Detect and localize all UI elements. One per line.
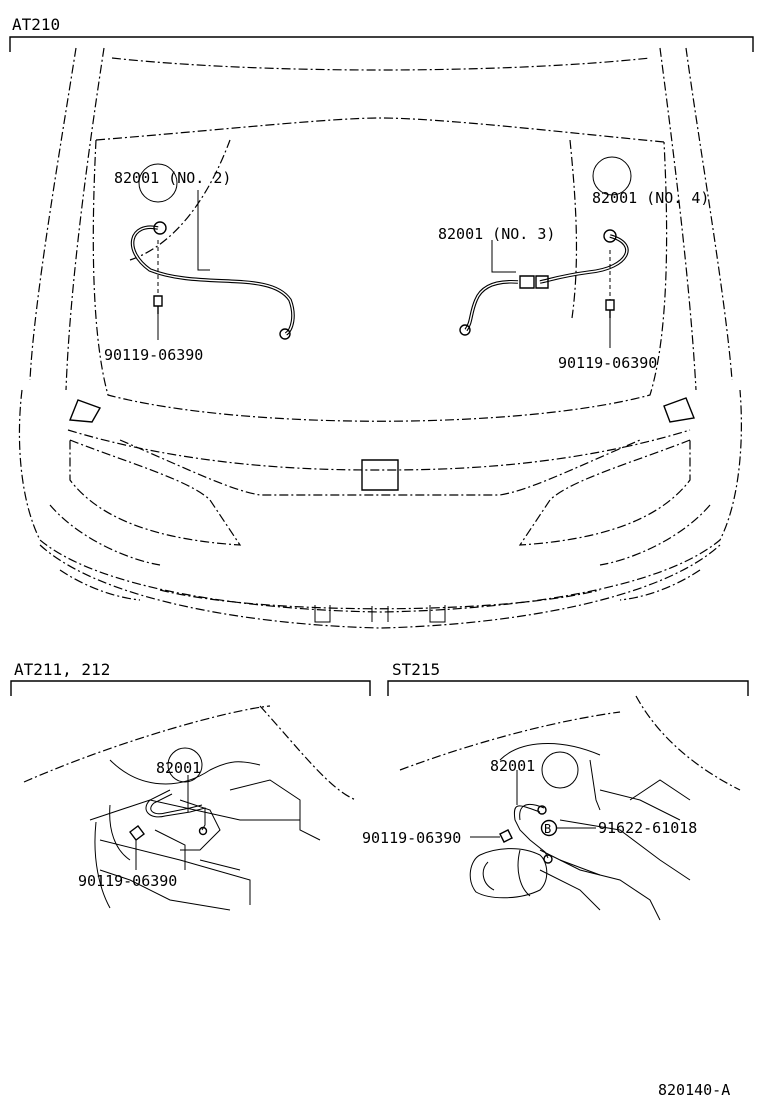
section-title-at211-212: AT211, 212 [14, 660, 110, 679]
label-90119-06390-st215: 90119-06390 [362, 829, 461, 847]
clip-marker-letter: B [544, 822, 551, 836]
label-90119-06390-main-right: 90119-06390 [558, 354, 657, 372]
section-bracket-st215 [387, 680, 749, 696]
label-91622-61018: 91622-61018 [598, 819, 697, 837]
grommet-icon [537, 805, 547, 815]
section-title-st215: ST215 [392, 660, 440, 679]
grommet-icon [603, 229, 617, 243]
label-82001-no4: 82001 (NO. 4) [592, 189, 709, 207]
nozzle-icon [459, 324, 471, 336]
section-bracket-at211-212 [10, 680, 371, 696]
diagram-code: 820140-A [658, 1081, 730, 1099]
washer-hose-at211 [129, 747, 208, 870]
grommet-icon [153, 221, 167, 235]
vehicle-front-outline [18, 47, 742, 629]
bolt-icon [129, 825, 145, 841]
washer-hose-no3-no4 [459, 156, 632, 336]
washer-hose-no2 [130, 163, 295, 340]
label-82001-no2: 82001 (NO. 2) [114, 169, 231, 187]
nozzle-icon [543, 854, 553, 864]
hose-joint-icon [519, 275, 535, 289]
label-90119-06390-main-left: 90119-06390 [104, 346, 203, 364]
label-82001-no3: 82001 (NO. 3) [438, 225, 555, 243]
clip-marker-b [540, 819, 558, 837]
section-title-at210: AT210 [12, 15, 60, 34]
washer-hose-st215: B [470, 751, 596, 864]
bolt-left-main [153, 240, 163, 340]
detail-at211-212-drawing [23, 705, 357, 911]
label-82001-at211: 82001 [156, 759, 201, 777]
bolt-right-main [605, 250, 615, 348]
bolt-icon [499, 829, 513, 843]
nozzle-icon [279, 328, 291, 340]
label-90119-06390-at211: 90119-06390 [78, 872, 177, 890]
label-82001-st215: 82001 [490, 757, 535, 775]
section-bracket-at210 [9, 36, 754, 52]
nozzle-icon [198, 826, 208, 836]
detail-st215-drawing [399, 695, 741, 921]
